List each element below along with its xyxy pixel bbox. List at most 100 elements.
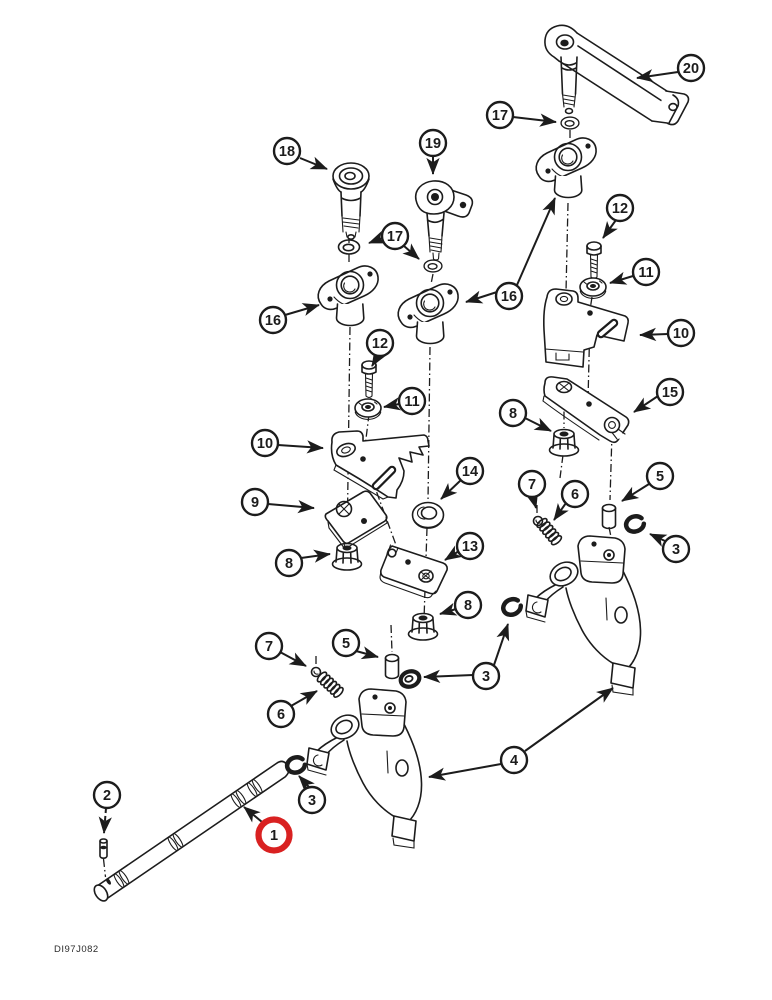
callout-11-number: 11	[638, 265, 653, 281]
callout-7-circle	[254, 631, 284, 661]
part-plate-15	[542, 376, 630, 444]
callout-7-number: 7	[265, 639, 273, 655]
callout-16-arrow	[284, 303, 320, 316]
callout-8-number: 8	[285, 556, 293, 572]
callout-8-circle	[453, 590, 483, 620]
callout-10-number: 10	[673, 326, 689, 342]
callout-18-arrow	[299, 156, 328, 170]
part-spring-right	[534, 516, 564, 548]
callout-3-circle	[661, 534, 691, 564]
callout-17-circle	[380, 221, 410, 251]
callout-1-highlight-circle	[255, 816, 293, 854]
callout-16-arrow	[516, 197, 556, 286]
callout-11-circle	[631, 257, 661, 287]
callout-2-circle	[92, 780, 122, 810]
callout-5-circle	[331, 628, 361, 658]
callout-2-number: 2	[103, 788, 111, 804]
callout-14-number: 14	[462, 464, 478, 480]
callout-11-arrow	[609, 271, 634, 285]
part-housing-middle	[397, 283, 459, 345]
part-dowel-right	[601, 503, 617, 530]
part-bracket-10-right	[543, 288, 629, 368]
callout-3-arrow	[298, 775, 315, 793]
callout-8-circle	[274, 548, 304, 578]
callout-3-number: 3	[672, 542, 680, 558]
callout-12-arrow	[371, 348, 387, 367]
part-snapring-far-right	[624, 514, 645, 534]
callout-17-circle	[485, 100, 515, 130]
part-snapring-shaft-end	[285, 755, 306, 775]
callout-8-arrow	[439, 602, 458, 616]
part-pivot-pin-19	[414, 180, 474, 261]
callout-6-arrow	[290, 690, 318, 707]
callout-16-arrow	[465, 290, 498, 304]
part-roll-pin	[99, 838, 108, 859]
callout-1-arrow	[243, 806, 263, 823]
figure-code: DI97J082	[54, 944, 99, 955]
callout-3-arrow	[493, 623, 510, 666]
callout-5-arrow	[621, 483, 650, 502]
callout-17-arrow	[512, 113, 557, 127]
callout-10-circle	[250, 428, 280, 458]
callout-14-circle	[455, 456, 485, 486]
callout-13-arrow	[444, 545, 463, 561]
part-snapring-right-fork	[501, 597, 523, 618]
callout-13-number: 13	[462, 539, 478, 555]
part-dowel-left	[384, 653, 400, 680]
callout-17-arrow	[402, 243, 420, 260]
callout-4-circle	[499, 745, 529, 775]
callout-16-circle	[494, 281, 524, 311]
callout-6-circle	[560, 479, 590, 509]
callout-3-arrow	[649, 533, 668, 547]
callout-14-arrow	[440, 479, 462, 500]
callout-20-number: 20	[683, 61, 699, 77]
callout-6-number: 6	[571, 487, 579, 503]
callout-12-circle	[365, 328, 395, 358]
callout-10-circle	[666, 318, 696, 348]
callout-7-arrow	[525, 490, 539, 509]
callout-20-circle	[676, 53, 706, 83]
callout-6-circle	[266, 699, 296, 729]
callout-16-number: 16	[265, 313, 281, 329]
part-washer-left	[354, 398, 382, 421]
callout-9-circle	[240, 487, 270, 517]
callout-3-circle	[471, 661, 501, 691]
callout-6-number: 6	[277, 707, 285, 723]
callout-7-number: 7	[528, 477, 536, 493]
part-washer-14	[411, 501, 445, 529]
part-nut-right	[548, 428, 580, 457]
callout-13-circle	[455, 531, 485, 561]
callout-10-arrow	[277, 440, 324, 454]
callout-12-number: 12	[612, 201, 628, 217]
callout-19-circle	[418, 128, 448, 158]
callout-11-arrow	[383, 397, 402, 411]
callout-15-circle	[655, 377, 685, 407]
callout-8-circle	[498, 398, 528, 428]
part-spring-left	[315, 669, 346, 700]
callout-9-arrow	[267, 499, 315, 514]
callout-4-arrow	[524, 687, 614, 752]
callout-17-number: 17	[387, 229, 403, 245]
callout-8-number: 8	[509, 406, 517, 422]
callout-8-number: 8	[464, 598, 472, 614]
part-bolt-left	[361, 360, 377, 399]
callout-10-number: 10	[257, 436, 273, 452]
part-housing-left	[317, 265, 379, 327]
part-plate-13	[379, 544, 448, 599]
callout-5-number: 5	[656, 469, 664, 485]
part-nut-middle	[407, 612, 439, 641]
callout-18-number: 18	[279, 144, 295, 160]
callout-18-circle	[272, 136, 302, 166]
callout-12-arrow	[602, 219, 618, 239]
callout-2-arrow	[98, 807, 112, 834]
callout-8-arrow	[300, 549, 331, 563]
callout-15-arrow	[633, 395, 659, 413]
part-shift-fork-right	[525, 535, 642, 696]
part-lever-arm-20	[544, 24, 690, 126]
callout-3-number: 3	[308, 793, 316, 809]
part-shift-fork-left	[306, 688, 423, 849]
callout-9-number: 9	[251, 495, 259, 511]
